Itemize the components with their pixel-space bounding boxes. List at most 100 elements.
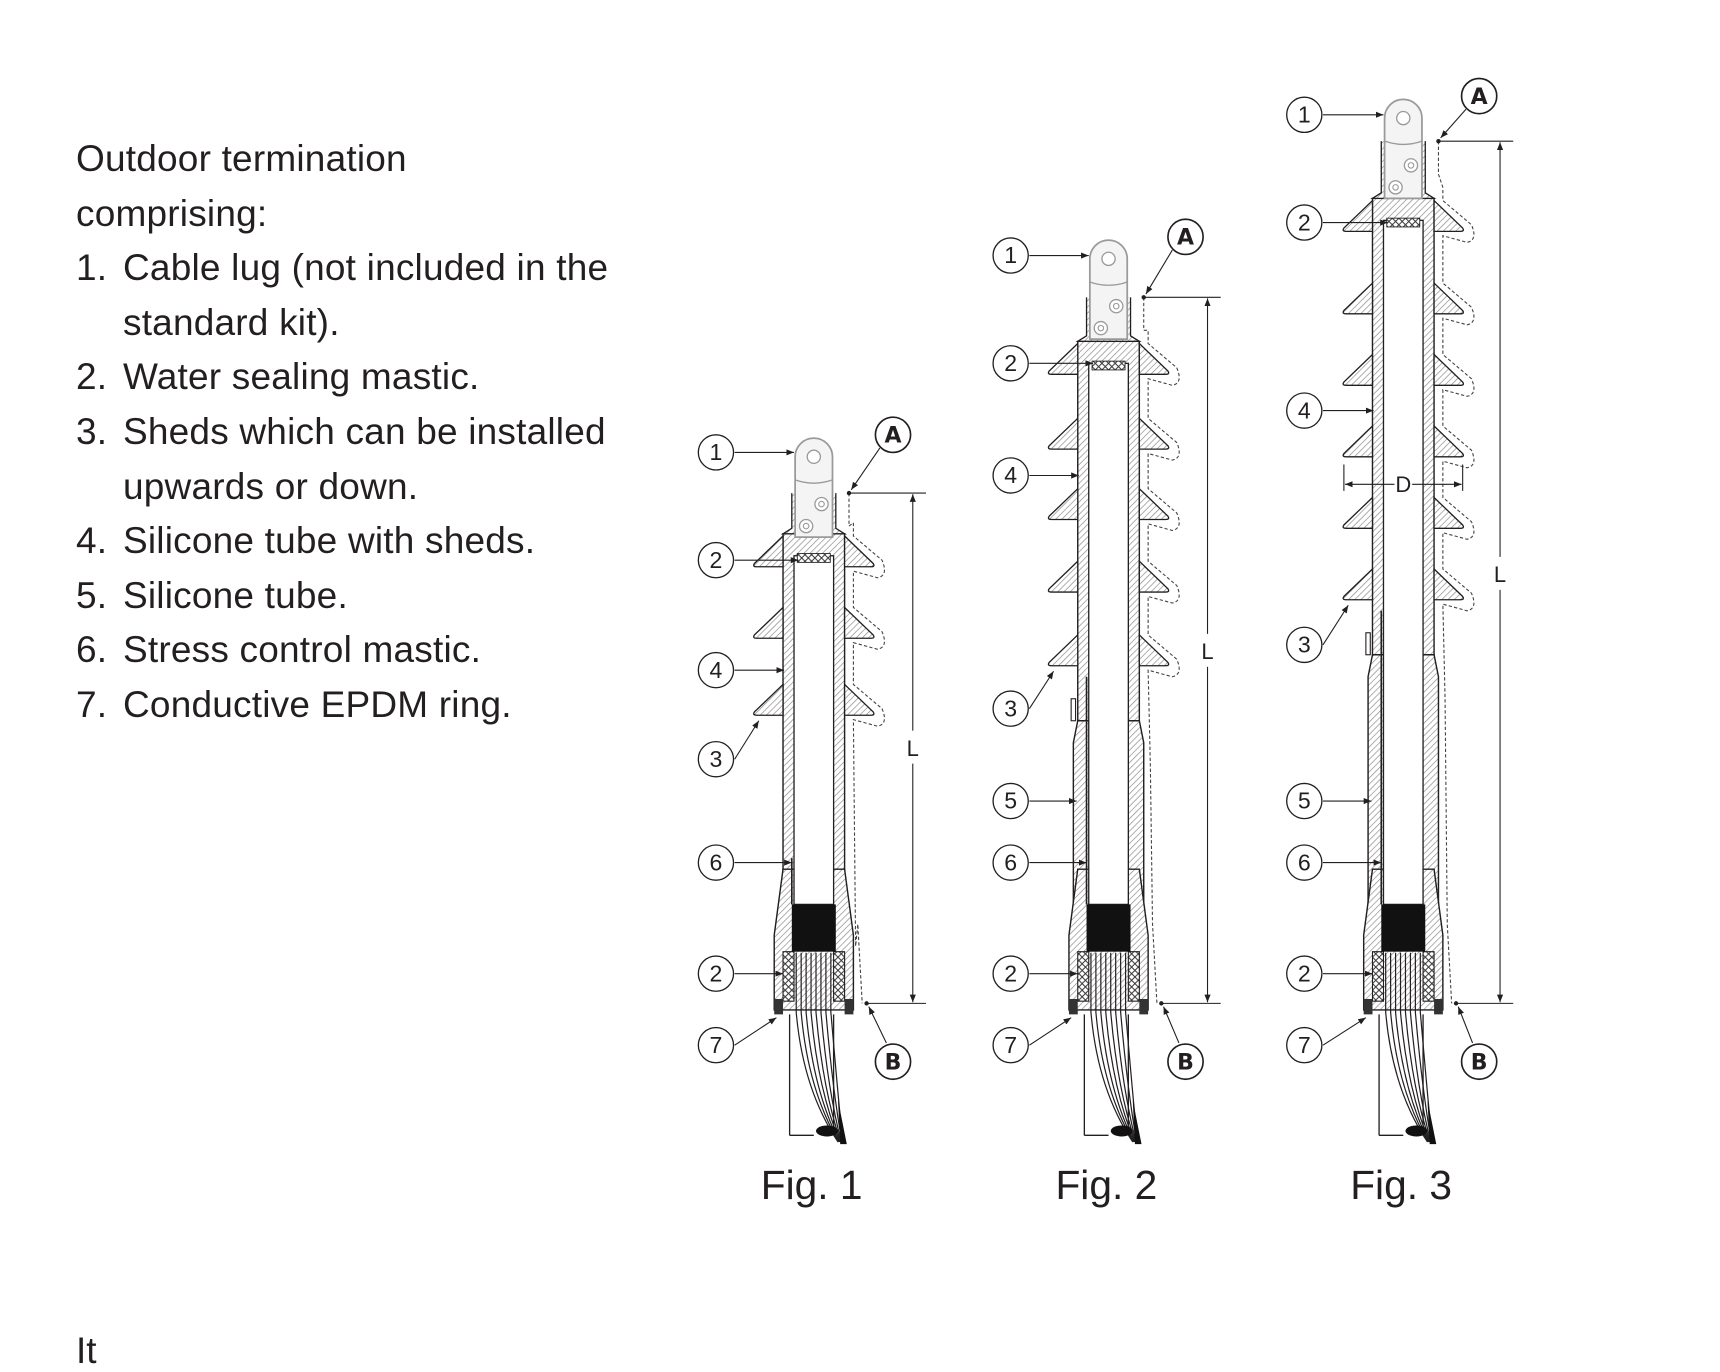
item-text: Silicone tube with sheds.	[123, 520, 536, 562]
lug-barrel-edge	[1384, 140, 1423, 146]
item-text: Cable lug (not included in the	[123, 247, 609, 289]
cable-jacket	[1378, 1014, 1424, 1137]
water-sealing-mastic-top	[1386, 217, 1421, 228]
point-b-dot	[864, 1001, 869, 1006]
callout-marker	[992, 782, 1029, 820]
callout-number: 7	[1004, 1032, 1017, 1058]
point-a-label: A	[884, 424, 901, 449]
water-sealing-mastic	[1077, 951, 1090, 1002]
callout-number: 1	[1004, 242, 1017, 268]
callout-marker	[1286, 204, 1323, 241]
callout-number: 1	[1298, 101, 1311, 127]
point-b-arrow	[1457, 1006, 1474, 1044]
callout-marker	[992, 844, 1029, 881]
point-a-marker	[1460, 77, 1498, 115]
list-item: 3.Sheds which can be installed	[76, 405, 608, 460]
point-b-dot	[1453, 1001, 1459, 1006]
callout-marker	[992, 345, 1029, 382]
callout-marker	[697, 651, 735, 689]
shed-left	[1342, 424, 1374, 458]
shed-left	[1047, 416, 1079, 450]
semiconductive-band	[1086, 904, 1131, 952]
callout-number: 4	[1004, 462, 1017, 488]
wire-bundle-tail	[1427, 1100, 1437, 1145]
wire-bundle-end	[1405, 1125, 1428, 1137]
dashed-outline	[848, 493, 886, 1004]
point-a-dot	[1141, 295, 1146, 300]
tube-step	[1070, 698, 1077, 722]
point-b-label: B	[885, 1050, 902, 1075]
shed-right	[843, 605, 875, 639]
point-a-arrow	[850, 447, 881, 491]
callout-number: 1	[710, 439, 723, 465]
shed-left	[753, 534, 784, 568]
list-item: 2.Water sealing mastic.	[76, 350, 608, 405]
shed-right	[843, 682, 875, 716]
callout-number: 2	[1004, 350, 1017, 376]
callout-number: 3	[1004, 695, 1017, 721]
shed-left	[1047, 487, 1079, 521]
lug-bolt	[798, 518, 814, 534]
length-label: L	[1201, 639, 1213, 664]
lug-bolt-center	[1097, 324, 1105, 332]
lug-bolt-center	[1392, 184, 1399, 191]
callout-leader	[734, 720, 760, 760]
callout-marker	[697, 844, 735, 881]
item-text-continued: standard kit).	[123, 301, 340, 343]
item-number: 4.	[76, 520, 108, 562]
shed-right	[843, 534, 875, 568]
lug-bolt-center	[818, 500, 825, 508]
shed-right	[1138, 487, 1170, 521]
callout-number: 4	[1298, 397, 1311, 423]
epdm-ring	[774, 998, 784, 1015]
list-item: 7.Conductive EPDM ring.	[76, 678, 608, 733]
intro-line-1: Outdoor termination	[76, 138, 407, 179]
epdm-ring	[1068, 998, 1078, 1015]
point-a-marker	[874, 416, 912, 454]
item-number: 5.	[76, 574, 108, 616]
callout-number: 6	[710, 849, 723, 875]
point-a-label: A	[1471, 85, 1488, 110]
figure-caption: Fig. 2	[1055, 1162, 1157, 1208]
dashed-outline	[1437, 141, 1475, 1004]
water-sealing-mastic-top	[1091, 360, 1126, 371]
lug-hole	[1396, 110, 1411, 126]
wire-bundle-tail	[838, 1100, 847, 1145]
callout-marker	[1286, 96, 1323, 134]
callout-number: 4	[710, 657, 723, 683]
dashed-outline	[1143, 297, 1180, 1004]
water-sealing-mastic	[833, 951, 846, 1002]
lug-bolt-center	[802, 522, 810, 530]
shed-left	[1342, 567, 1374, 601]
cable-insulation	[1088, 362, 1129, 906]
callout-marker	[697, 955, 735, 992]
component-list: Outdoor termination comprising: 1.Cable …	[76, 132, 608, 733]
callout-marker	[992, 1026, 1029, 1064]
epdm-ring	[1139, 998, 1149, 1015]
item-number: 7.	[76, 683, 108, 725]
shed-right	[1138, 633, 1170, 667]
wire-bundle-tail	[1132, 1100, 1142, 1145]
cable-lug	[794, 437, 834, 538]
shed-left	[1342, 495, 1374, 529]
screen-wire	[1115, 952, 1137, 1143]
callout-marker	[697, 1026, 735, 1064]
list-item: 1.Cable lug (not included in the	[76, 241, 608, 296]
callout-number: 2	[1004, 960, 1017, 986]
shed-left	[1342, 352, 1374, 386]
list-item: 5.Silicone tube.	[76, 569, 608, 624]
water-sealing-mastic	[1127, 951, 1140, 1002]
callout-leader	[1322, 604, 1349, 646]
shed-right	[1433, 567, 1465, 601]
callout-marker	[1286, 626, 1323, 664]
callout-number: 6	[1004, 849, 1017, 875]
epdm-ring	[1434, 998, 1443, 1015]
callout-leader	[1028, 670, 1055, 709]
callout-number: 7	[710, 1032, 723, 1058]
shed-right	[1433, 281, 1465, 315]
shed-right	[1433, 199, 1465, 233]
screen-wire	[1409, 952, 1432, 1143]
point-a-arrow	[1145, 249, 1173, 295]
